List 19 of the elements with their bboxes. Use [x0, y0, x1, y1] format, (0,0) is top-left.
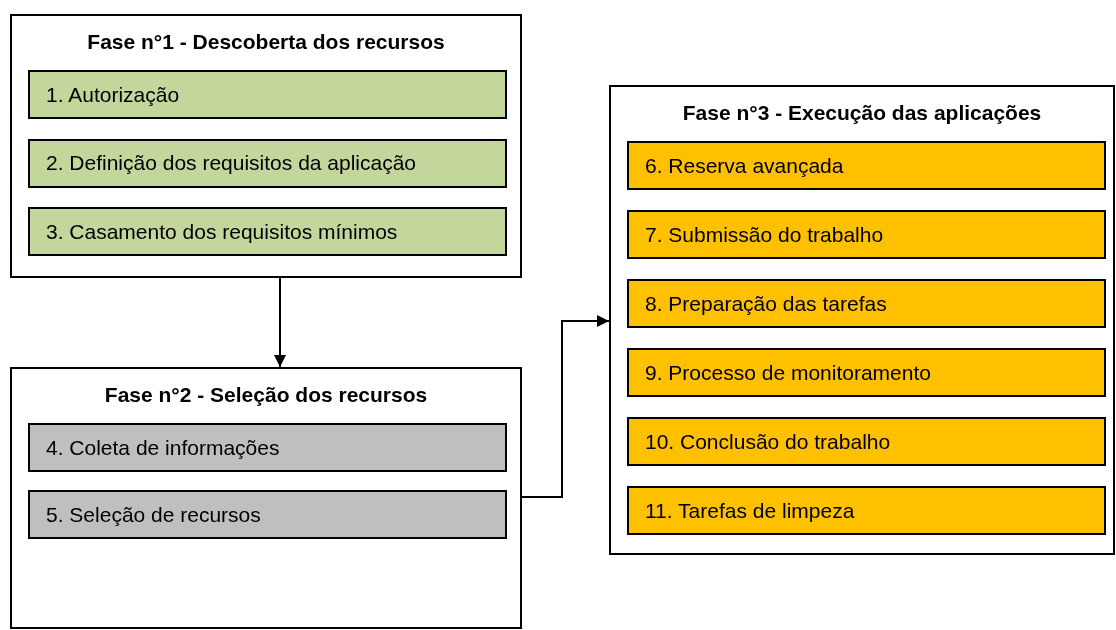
step-box: 1. Autorização	[28, 70, 507, 119]
arrow	[521, 315, 610, 498]
step-box: 7. Submissão do trabalho	[627, 210, 1106, 259]
step-box: 5. Seleção de recursos	[28, 490, 507, 539]
phase-box	[10, 14, 522, 278]
step-box: 3. Casamento dos requisitos mínimos	[28, 207, 507, 256]
phase-title: Fase n°2 - Seleção dos recursos	[103, 383, 429, 407]
arrow	[274, 277, 286, 368]
step-box: 8. Preparação das tarefas	[627, 279, 1106, 328]
step-box: 4. Coleta de informações	[28, 423, 507, 472]
step-box: 9. Processo de monitoramento	[627, 348, 1106, 397]
step-box: 6. Reserva avançada	[627, 141, 1106, 190]
phase-box	[609, 85, 1115, 555]
phase-box	[10, 367, 522, 629]
phase-title: Fase n°1 - Descoberta dos recursos	[86, 30, 446, 54]
step-box: 2. Definição dos requisitos da aplicação	[28, 138, 507, 188]
step-box: 10. Conclusão do trabalho	[627, 417, 1106, 466]
step-box: 11. Tarefas de limpeza	[627, 486, 1106, 535]
phase-title: Fase n°3 - Execução das aplicações	[681, 101, 1043, 125]
